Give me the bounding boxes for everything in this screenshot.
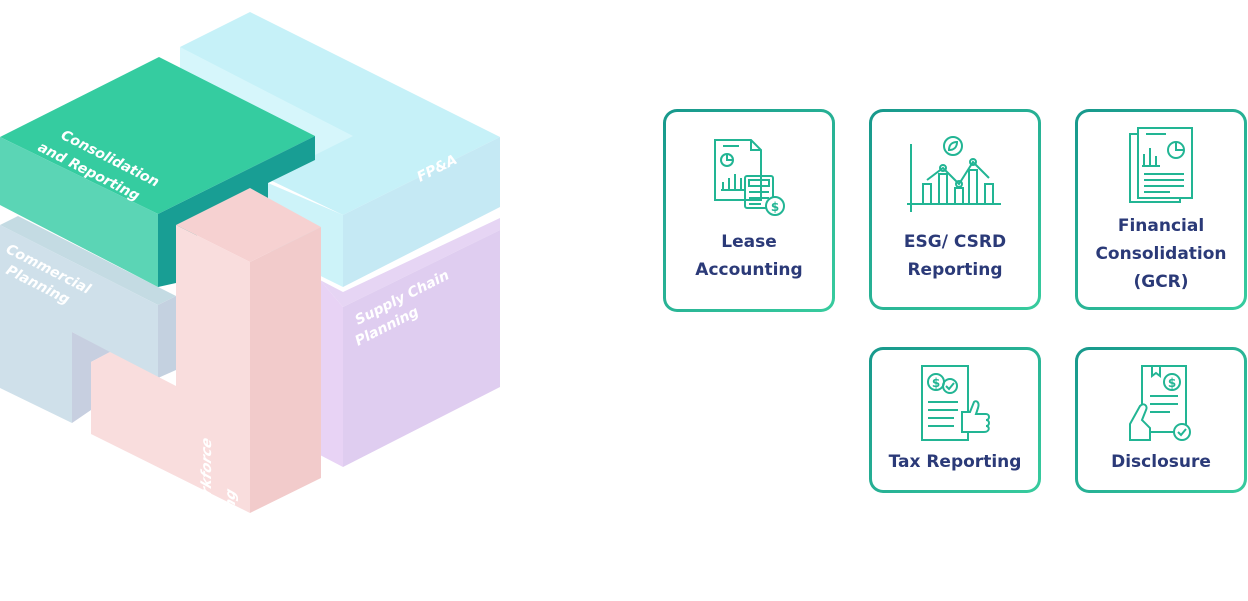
card-tax-reporting[interactable]: $ Tax Reporting	[869, 347, 1041, 493]
card-label-line: Accounting	[695, 260, 803, 280]
block-label-hr-2: Planning	[223, 487, 238, 562]
disclosure-document-icon: $	[1129, 365, 1191, 441]
block-commercial: Commercial Planning	[0, 216, 176, 423]
card-label-line: Reporting	[907, 260, 1003, 280]
esg-chart-icon	[907, 136, 1001, 212]
card-label-line: Consolidation	[1095, 244, 1227, 264]
card-label-line: Tax Reporting	[888, 452, 1022, 472]
card-label-line: Lease	[721, 232, 777, 252]
card-disclosure[interactable]: $ Disclosure	[1075, 347, 1247, 493]
card-label-line: Financial	[1117, 216, 1205, 236]
card-financial-consolidation[interactable]: Financial Consolidation (GCR)	[1075, 109, 1247, 310]
tax-document-icon: $	[921, 365, 990, 441]
svg-text:$: $	[932, 376, 940, 390]
block-hr-workforce: HR/Workforce Planning	[91, 188, 321, 561]
block-supply-chain: Supply Chain Planning	[320, 218, 500, 467]
block-label-hr-1: HR/Workforce	[199, 435, 214, 549]
card-label-line: (GCR)	[1133, 272, 1189, 292]
svg-text:$: $	[771, 200, 779, 214]
svg-text:$: $	[1168, 376, 1176, 390]
isometric-block-diagram: FP&A Supply Chain Planning Commercial Pl…	[0, 12, 500, 561]
card-lease-accounting[interactable]: $ Lease Accounting	[663, 109, 835, 312]
lease-accounting-icon: $	[714, 139, 785, 216]
financial-report-icon	[1129, 127, 1193, 203]
card-label-line: Disclosure	[1111, 452, 1211, 472]
card-esg-csrd-reporting[interactable]: ESG/ CSRD Reporting	[869, 109, 1041, 310]
card-label-line: ESG/ CSRD	[903, 232, 1007, 252]
